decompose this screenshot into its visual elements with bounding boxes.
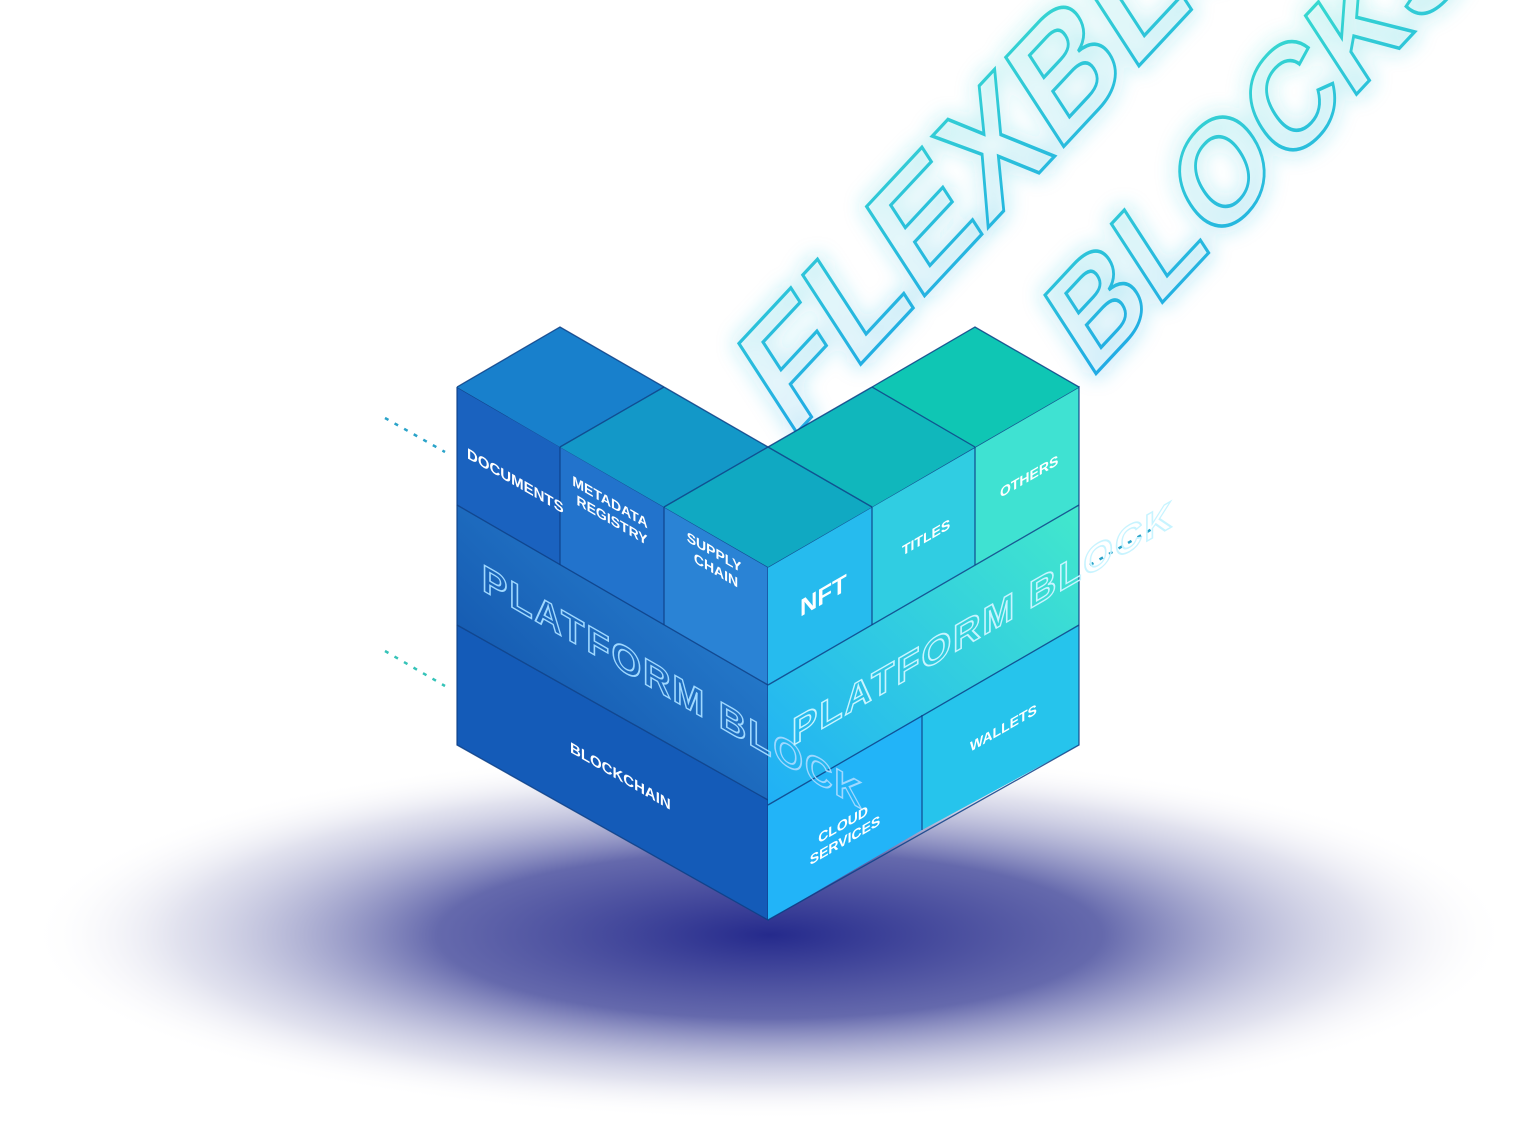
cube-left-face	[456, 386, 769, 922]
headline: FLEXBLOK BLOCKS	[713, 0, 1496, 470]
cube-right-face	[767, 385, 1080, 921]
dash-left-top	[384, 416, 446, 454]
dash-accents	[384, 416, 1153, 688]
block-titles	[872, 447, 975, 625]
block-wallets	[922, 625, 1079, 830]
block-documents	[457, 387, 560, 565]
block-metadata-registry	[560, 447, 664, 625]
dash-right	[1089, 527, 1153, 567]
block-platform-right	[768, 505, 1079, 805]
block-supply-chain	[664, 507, 768, 685]
block-nft	[768, 507, 872, 685]
block-others	[975, 387, 1079, 565]
ground-shadow	[30, 750, 1510, 1120]
block-cloud-services	[768, 715, 922, 920]
block-blockchain	[457, 625, 768, 920]
dash-left-bottom	[384, 649, 446, 688]
cube-top-face	[456, 326, 1080, 567]
block-platform-left	[457, 505, 768, 800]
